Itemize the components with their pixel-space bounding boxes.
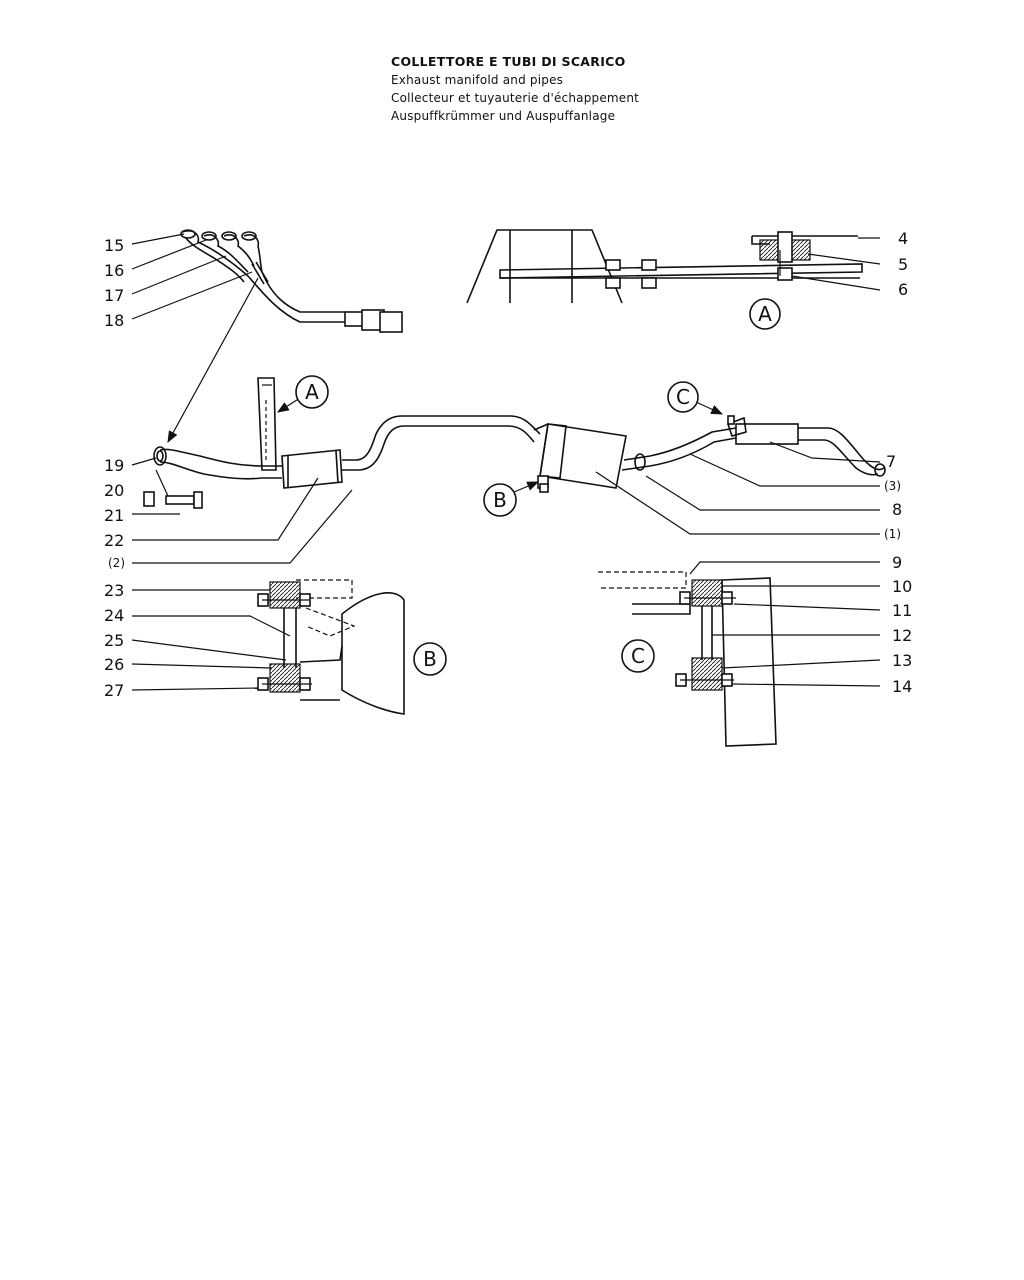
label-13: 13 (892, 651, 912, 670)
detail-c-drawing (598, 571, 777, 747)
title-french: Collecteur et tuyauterie d'échappement (391, 91, 640, 105)
label-24: 24 (104, 606, 124, 625)
part-labels: 15 16 17 18 4 5 6 19 20 21 22 (2) 7 (3) … (104, 229, 912, 700)
detail-b-callout (413, 642, 447, 676)
label-23: 23 (104, 581, 124, 600)
label-15: 15 (104, 236, 124, 255)
title-block: COLLETTORE E TUBI DI SCARICO Exhaust man… (391, 53, 639, 125)
callout-a-arrow (276, 397, 301, 413)
callout-c-arrow (695, 401, 724, 415)
label-10: 10 (892, 577, 912, 596)
label-26: 26 (104, 655, 124, 674)
assembly-arrow (167, 277, 259, 444)
label-21: 21 (104, 506, 124, 525)
detail-a-callout (749, 298, 781, 330)
detail-c-label: C (631, 644, 645, 668)
label-14: 14 (892, 677, 912, 696)
detail-b-drawing (257, 579, 405, 715)
label-18: 18 (104, 311, 124, 330)
label-16: 16 (104, 261, 124, 280)
main-callout-c (667, 381, 699, 413)
title-italian: COLLETTORE E TUBI DI SCARICO (391, 54, 626, 69)
detail-c-callout (621, 639, 655, 673)
main-callout-b (483, 483, 517, 517)
leader-lines (131, 233, 881, 691)
title-english: Exhaust manifold and pipes (391, 73, 564, 87)
label-6: 6 (898, 280, 908, 299)
label-25: 25 (104, 631, 124, 650)
exhaust-manifold (180, 229, 403, 333)
label-12: 12 (892, 626, 912, 645)
label-17: 17 (104, 286, 124, 305)
title-german: Auspuffkrümmer und Auspuffanlage (391, 109, 616, 123)
detail-a-drawing (466, 229, 863, 304)
label-7: 7 (886, 452, 896, 471)
main-callout-c-label: C (676, 385, 690, 409)
main-callout-a-label: A (305, 380, 319, 404)
label-27: 27 (104, 681, 124, 700)
label-5: 5 (898, 255, 908, 274)
bolt-and-nut (143, 469, 203, 509)
detail-a-label: A (758, 302, 772, 326)
exhaust-pipe-line (153, 377, 886, 493)
label-11: 11 (892, 601, 912, 620)
label-22: 22 (104, 531, 124, 550)
label-20: 20 (104, 481, 124, 500)
main-callout-b-label: B (493, 488, 507, 512)
label-19: 19 (104, 456, 124, 475)
detail-b-label: B (423, 647, 437, 671)
label-8: 8 (892, 500, 902, 519)
main-callout-a (295, 375, 329, 409)
label-9: 9 (892, 553, 902, 572)
note-3: (3) (884, 479, 901, 493)
note-2: (2) (108, 556, 125, 570)
note-1: (1) (884, 527, 901, 541)
callout-b-arrow (513, 481, 540, 493)
label-4: 4 (898, 229, 908, 248)
